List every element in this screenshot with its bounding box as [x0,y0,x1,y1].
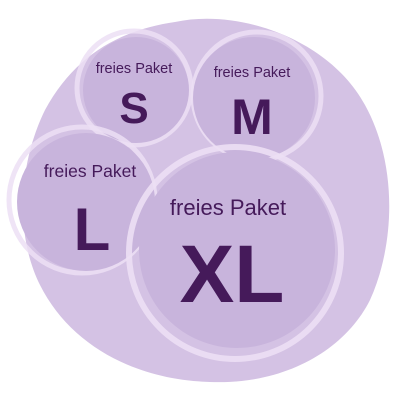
package-m-bubble[interactable]: freies Paket M [190,29,324,163]
package-l-size: L [74,196,111,263]
package-s-caption: freies Paket [96,61,173,77]
package-xl-caption: freies Paket [170,195,286,220]
package-l-caption: freies Paket [44,161,137,181]
package-s-size: S [119,84,148,133]
package-xl-bubble[interactable]: freies Paket XL [126,144,344,362]
package-l-bubble[interactable]: freies Paket L [6,124,158,276]
package-xl-size: XL [180,229,285,320]
package-m-caption: freies Paket [214,65,291,81]
package-m-size: M [231,89,273,145]
